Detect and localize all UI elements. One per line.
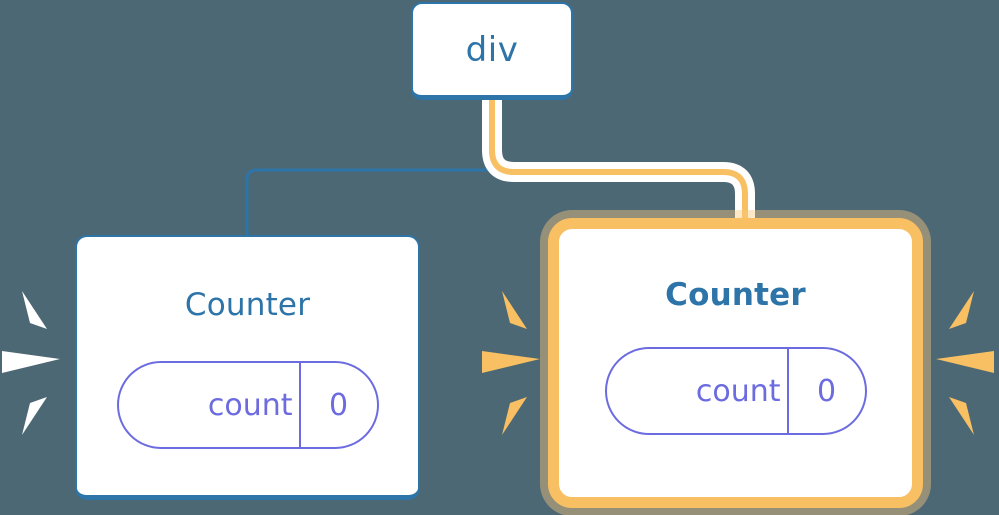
node-div[interactable]: div [411, 2, 573, 100]
node-div-label: div [465, 29, 519, 70]
connector-div-to-left-counter [245, 100, 494, 236]
state-value-left: 0 [298, 363, 377, 447]
node-counter-left[interactable]: Counter count 0 [75, 235, 420, 500]
spark-burst-left-icon [2, 283, 64, 443]
connector-div-to-right-counter [489, 100, 748, 232]
node-counter-right-title: Counter [665, 277, 806, 313]
state-pill-left[interactable]: count 0 [116, 361, 379, 449]
state-key-right: count [695, 373, 781, 409]
state-value-right: 0 [786, 349, 865, 433]
node-counter-right[interactable]: Counter count 0 [548, 218, 923, 508]
spark-burst-middle-icon [482, 283, 544, 443]
state-key-left: count [207, 387, 293, 423]
connector-halo-div-to-right-counter [482, 100, 755, 232]
node-counter-left-title: Counter [184, 287, 311, 323]
state-pill-right[interactable]: count 0 [604, 347, 867, 435]
spark-burst-right-icon [932, 283, 994, 443]
